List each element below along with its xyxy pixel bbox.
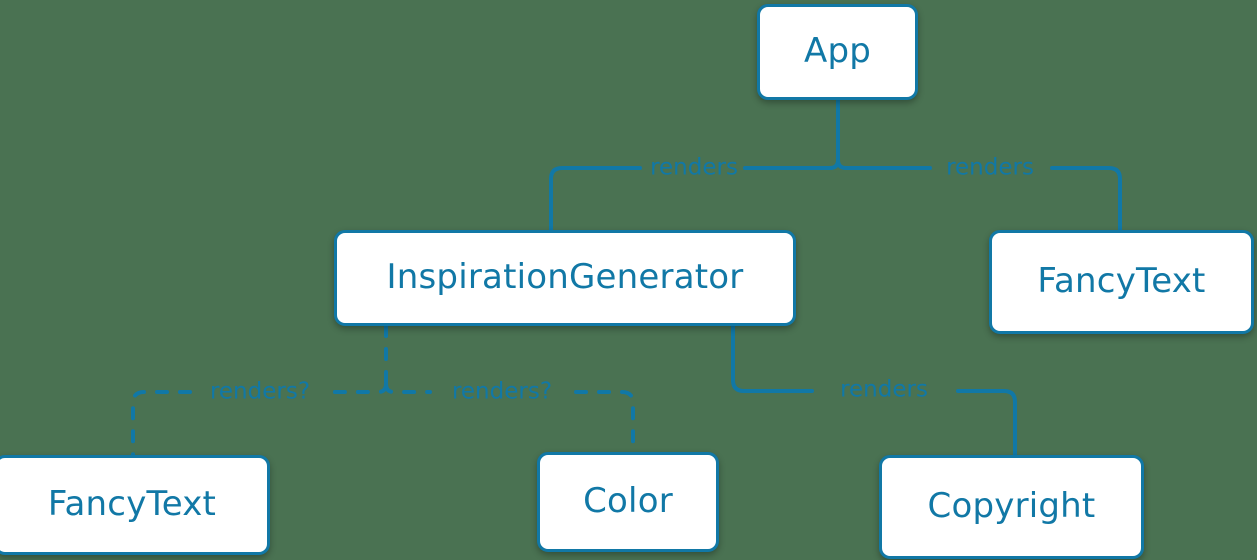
edge-label-inspiration-generator-fancytext: renders? bbox=[209, 378, 311, 405]
edge-label-app-inspiration-generator: renders bbox=[650, 154, 738, 181]
node-fancytext-bottom-label: FancyText bbox=[47, 484, 217, 524]
edge-inspgen-fancybtm-elbow bbox=[131, 390, 192, 457]
edge-label-inspiration-generator-copyright: renders bbox=[840, 376, 928, 403]
edge-inspgen-color-elbow bbox=[574, 390, 635, 454]
edge-app-fancytop-elbow bbox=[1050, 166, 1122, 232]
node-inspiration-generator-label: InspirationGenerator bbox=[386, 257, 744, 297]
node-copyright[interactable]: Copyright bbox=[879, 455, 1144, 559]
node-fancytext-top[interactable]: FancyText bbox=[989, 230, 1254, 334]
edge-label-inspiration-generator-color: renders? bbox=[451, 378, 553, 405]
node-app[interactable]: App bbox=[757, 4, 918, 100]
edge-app-inspgen-elbow bbox=[549, 166, 642, 232]
node-color[interactable]: Color bbox=[537, 452, 719, 552]
edge-inspgen-fancybtm-wire bbox=[328, 382, 388, 394]
edge-inspgen-copyright-right bbox=[956, 389, 1017, 457]
node-color-label: Color bbox=[583, 481, 673, 521]
node-fancytext-top-label: FancyText bbox=[1037, 261, 1206, 301]
node-inspiration-generator[interactable]: InspirationGenerator bbox=[334, 230, 796, 326]
node-copyright-label: Copyright bbox=[927, 486, 1096, 526]
edge-inspgen-color-wire bbox=[384, 382, 432, 394]
edge-inspgen-copyright-left bbox=[731, 324, 814, 393]
edge-app-inspgen-wire bbox=[743, 158, 840, 170]
node-app-label: App bbox=[803, 31, 872, 71]
edge-app-fancytop-wire bbox=[836, 158, 932, 170]
node-fancytext-bottom[interactable]: FancyText bbox=[0, 455, 270, 555]
edge-label-app-fancytext: renders bbox=[946, 154, 1034, 181]
